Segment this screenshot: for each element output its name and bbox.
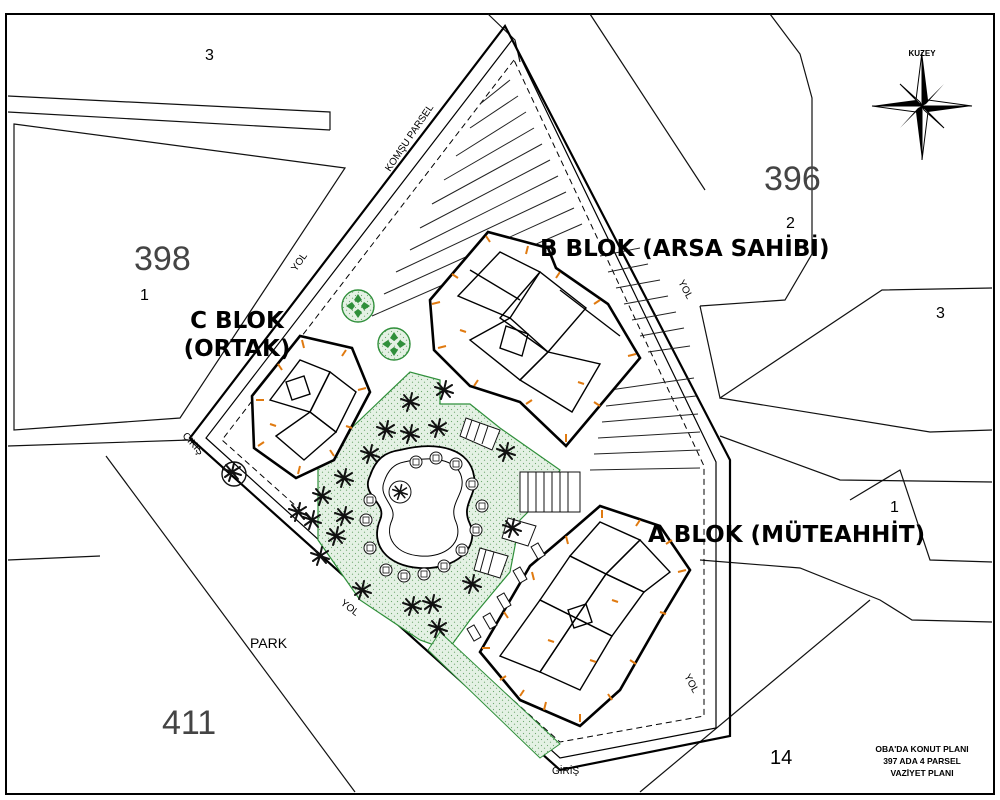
drawing-frame: [5, 13, 995, 795]
parcel-3-right: 3: [936, 305, 945, 322]
north-arrow-icon: [871, 51, 973, 161]
block-c-title: C BLOK: [190, 308, 285, 334]
building-a: [478, 504, 692, 728]
entrance-objects: [466, 542, 546, 642]
building-b: [428, 230, 642, 448]
road-label-southeast: YOL: [681, 672, 700, 695]
entrance-label: GİRİŞ: [552, 764, 580, 777]
title-line-3: VAZİYET PLANI: [890, 768, 953, 778]
block-c-subtitle: (ORTAK): [184, 336, 291, 362]
parcel-14: 14: [770, 747, 792, 769]
road-label-west: YOL: [289, 251, 310, 274]
north-label: KUZEY: [908, 49, 936, 58]
road-label-neighbor-parcel: KOMŞU PARSEL: [383, 102, 436, 173]
parcel-411: 411: [162, 704, 216, 742]
surrounding-parcels: [7, 13, 993, 793]
park-label: PARK: [250, 635, 288, 651]
block-b-title: B BLOK (ARSA SAHİBİ): [540, 234, 829, 262]
exit-label: ÇIKIŞ: [180, 431, 206, 458]
title-line-1: OBA'DA KONUT PLANI: [875, 744, 968, 754]
parcel-1-left: 1: [140, 287, 149, 304]
road-label-south: YOL: [338, 598, 361, 619]
title-block: OBA'DA KONUT PLANI 397 ADA 4 PARSEL VAZİ…: [875, 744, 968, 778]
block-a-title: A BLOK (MÜTEAHHİT): [648, 520, 925, 548]
parcel-2: 2: [786, 215, 795, 232]
building-c: [250, 334, 372, 480]
parcel-396: 396: [764, 160, 821, 198]
parcel-3-top: 3: [205, 47, 214, 64]
parking-stripes: [371, 79, 701, 471]
title-line-2: 397 ADA 4 PARSEL: [883, 756, 961, 766]
road-label-east: YOL: [675, 278, 694, 301]
swimming-pool: [367, 445, 476, 569]
parcel-1-right: 1: [890, 499, 899, 516]
parcel-398: 398: [134, 240, 191, 278]
